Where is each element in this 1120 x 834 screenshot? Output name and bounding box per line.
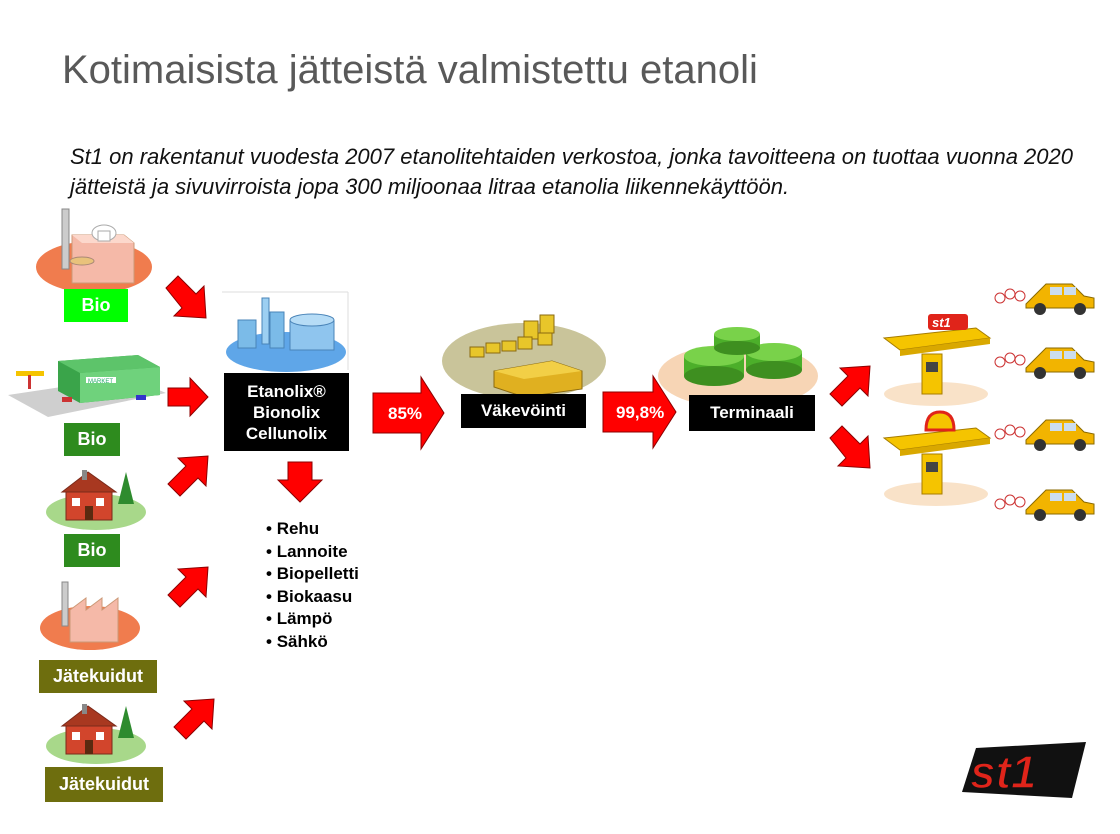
source-label: Bio	[64, 289, 128, 322]
arrow-icon	[829, 365, 871, 407]
car-icon	[994, 489, 1095, 521]
list-item: Rehu	[266, 518, 359, 541]
arrow-icon	[167, 455, 209, 497]
svg-text:MARKET: MARKET	[88, 379, 113, 385]
terminal-label: Terminaali	[689, 395, 815, 431]
concentration-plant-icon	[442, 314, 606, 399]
list-item: Biokaasu	[266, 586, 359, 609]
bakery-factory-icon	[36, 208, 152, 293]
st1-logo: st1	[962, 742, 1086, 799]
percent-99-8: 99,8%	[616, 403, 665, 422]
arrow-down-icon	[276, 461, 324, 503]
list-item: Lannoite	[266, 541, 359, 564]
st1-fuel-station-icon: st1	[882, 314, 992, 406]
arrow-icon	[167, 566, 209, 608]
plant-label-box: Etanolix® Bionolix Cellunolix	[224, 373, 349, 451]
svg-text:st1: st1	[970, 746, 1036, 798]
supermarket-icon: MARKET	[8, 355, 166, 417]
percent-arrow	[602, 374, 677, 450]
source-label: Bio	[64, 534, 120, 567]
percent-arrow	[372, 375, 445, 451]
car-icon	[994, 347, 1095, 379]
subtitle: St1 on rakentanut vuodesta 2007 etanolit…	[70, 144, 1073, 199]
svg-text:st1: st1	[932, 315, 951, 330]
ethanol-plant-icon	[222, 291, 349, 372]
byproducts-list: Rehu Lannoite Biopelletti Biokaasu Lämpö…	[266, 518, 359, 653]
terminal-tanks-icon	[658, 327, 818, 408]
plant-line: Cellunolix	[245, 423, 328, 443]
list-item: Biopelletti	[266, 563, 359, 586]
house-icon	[46, 470, 146, 530]
industrial-factory-icon	[40, 581, 140, 650]
car-icon	[994, 419, 1095, 451]
plant-line: Bionolix	[252, 402, 321, 422]
source-label: Jätekuidut	[45, 767, 163, 802]
source-label: Bio	[64, 423, 120, 456]
percent-85: 85%	[388, 404, 423, 423]
arrow-icon	[165, 275, 207, 319]
list-item: Lämpö	[266, 608, 359, 631]
shell-fuel-station-icon	[882, 410, 992, 506]
source-label: Jätekuidut	[39, 660, 157, 693]
car-icon	[994, 283, 1095, 315]
plant-line: Etanolix®	[247, 381, 326, 401]
house-icon	[46, 704, 146, 764]
concentration-label: Väkevöinti	[461, 394, 586, 428]
arrow-icon	[829, 425, 871, 469]
arrow-icon	[167, 376, 209, 418]
list-item: Sähkö	[266, 631, 359, 654]
arrow-icon	[173, 698, 215, 740]
page-title: Kotimaisista jätteistä valmistettu etano…	[62, 48, 758, 92]
